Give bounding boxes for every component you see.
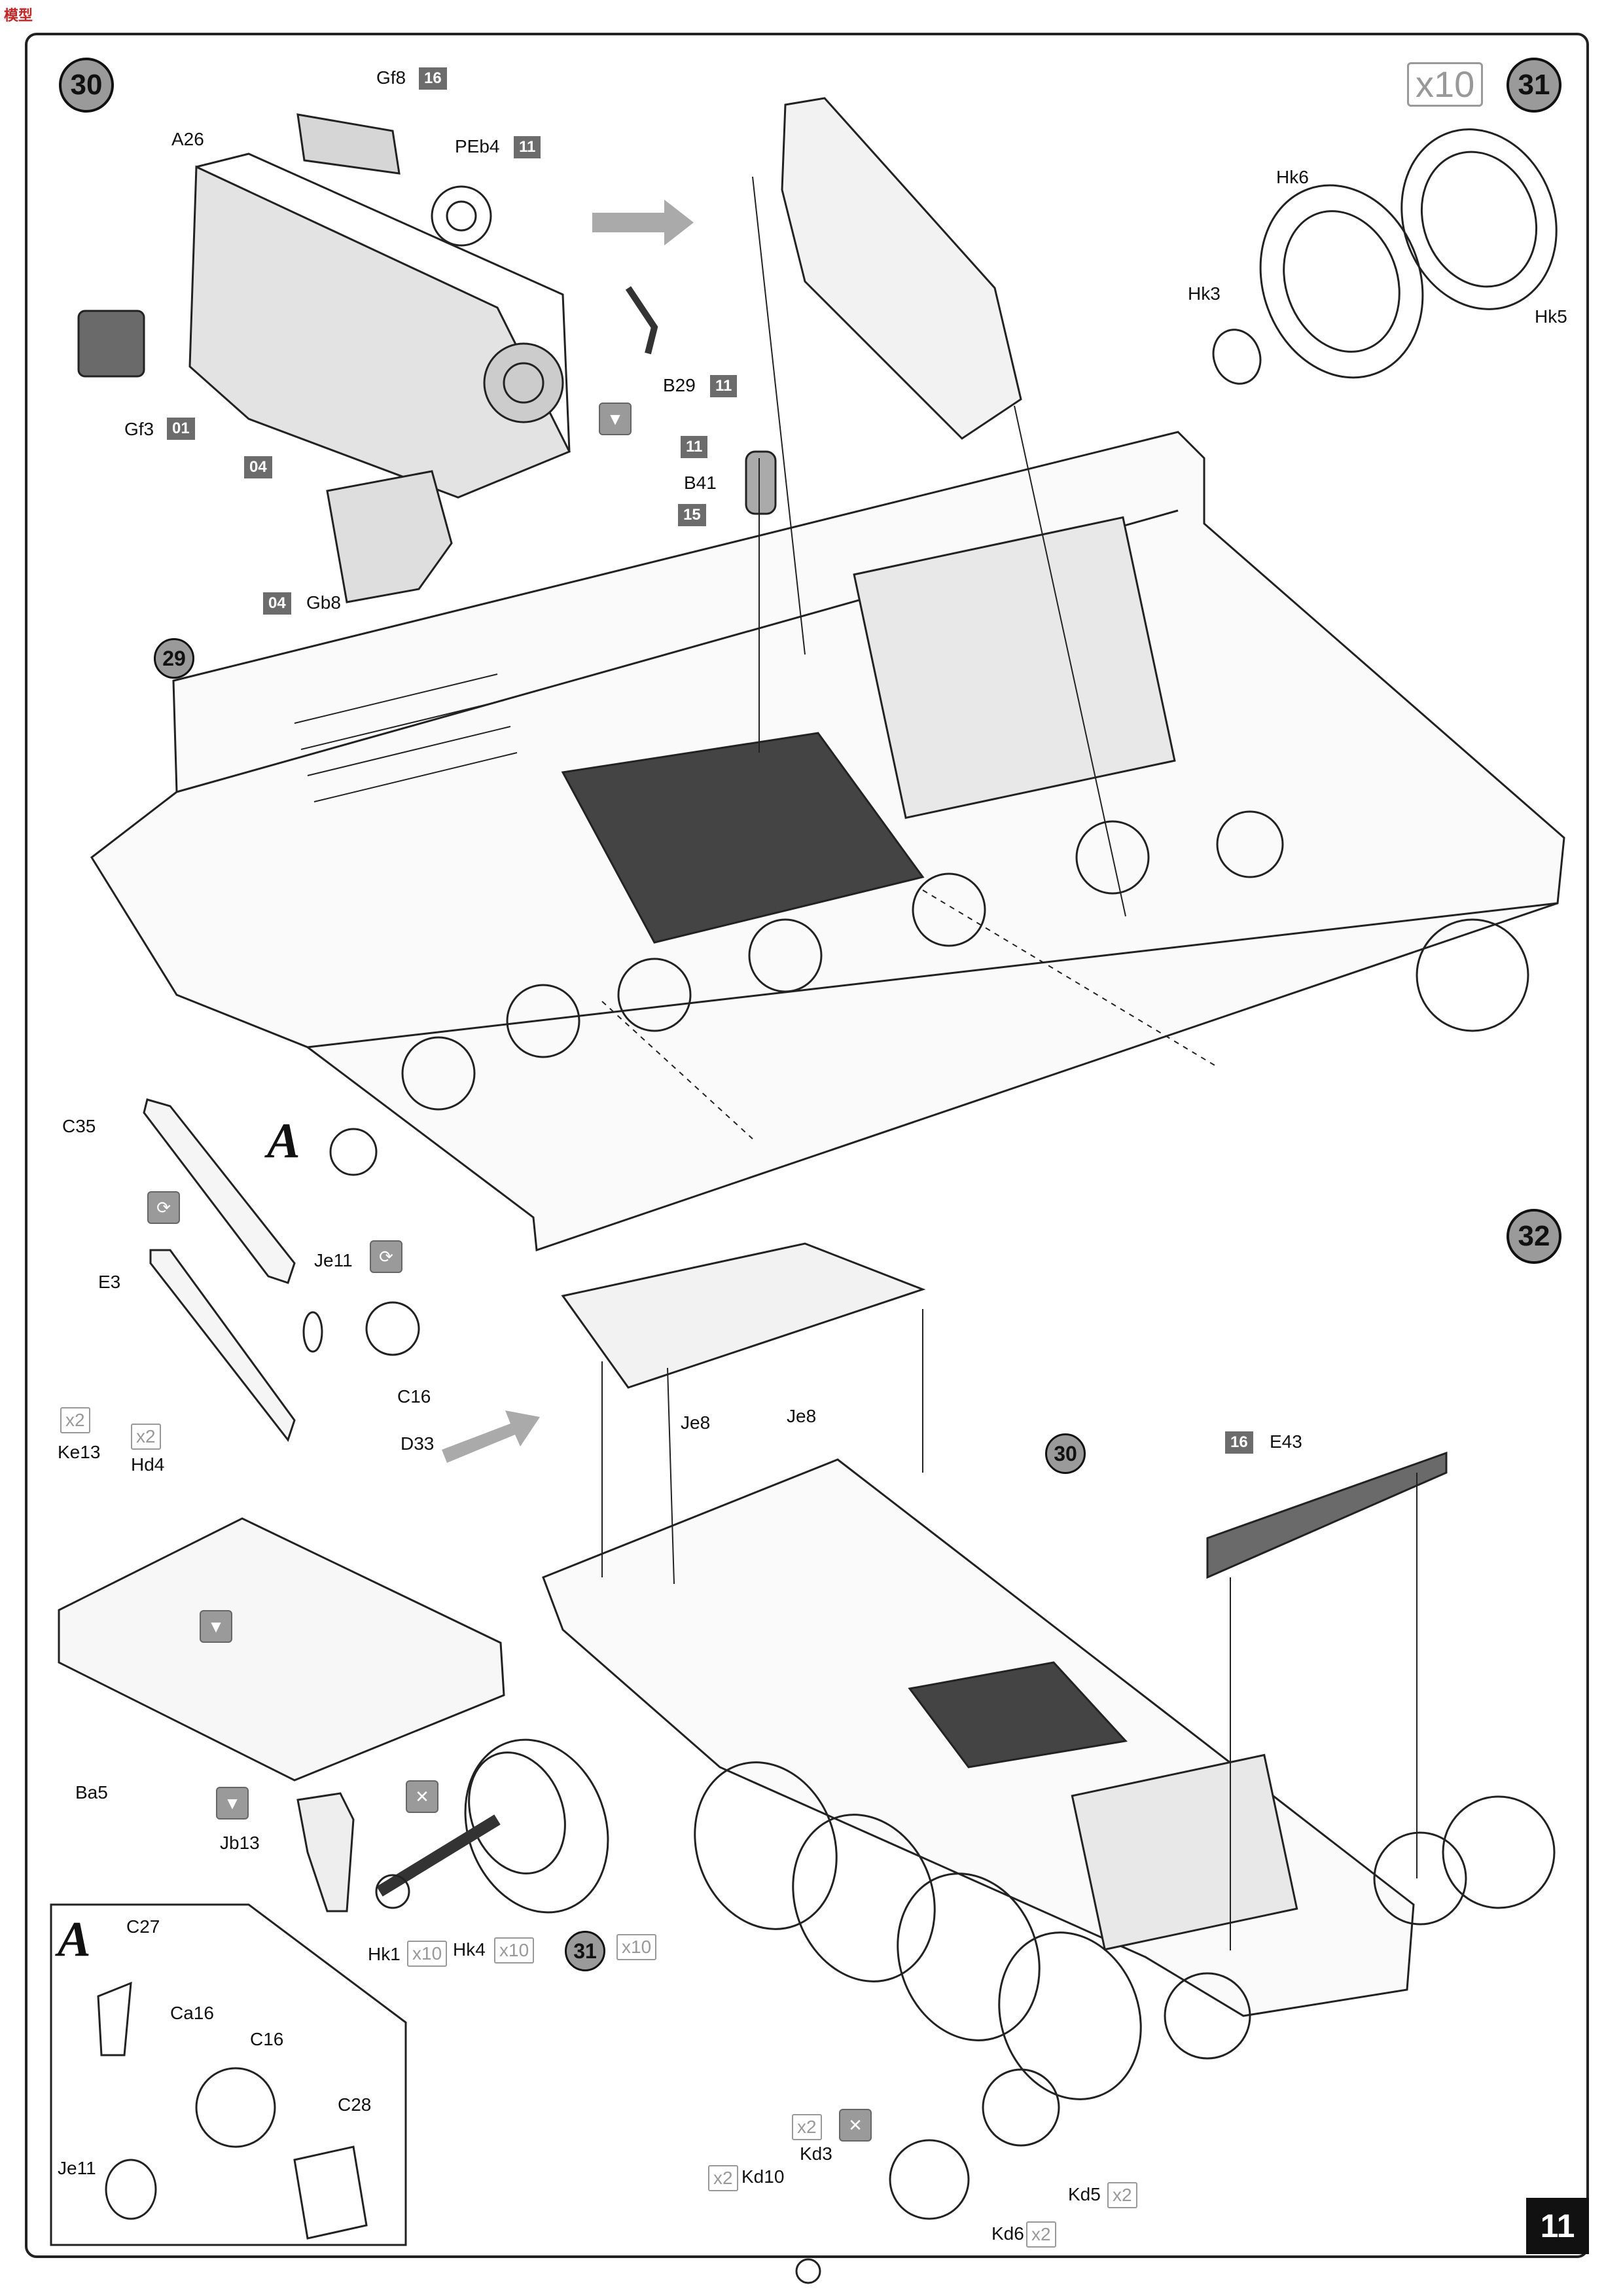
part-label-kd3: Kd3 xyxy=(800,2144,832,2164)
rotate-icon: ⟳ xyxy=(370,1240,402,1273)
part-label-kd10: Kd10 xyxy=(741,2166,785,2187)
part-label-gb8: Gb8 xyxy=(306,592,341,613)
part-label-je8-right: Je8 xyxy=(787,1406,817,1426)
part-label-je11-inset: Je11 xyxy=(58,2158,96,2178)
step-number-32: 32 xyxy=(1507,1209,1561,1264)
part-label-d33: D33 xyxy=(401,1433,435,1454)
part-label-e3: E3 xyxy=(98,1272,121,1292)
quantity-hd4: x2 xyxy=(131,1424,161,1450)
quantity-hk4: x10 xyxy=(494,1937,535,1964)
part-label-ca16: Ca16 xyxy=(170,2003,214,2023)
part-label-ke13: Ke13 xyxy=(58,1442,101,1462)
part-label-hd4: Hd4 xyxy=(131,1454,165,1475)
part-label-hk4: Hk4 xyxy=(453,1939,486,1960)
quantity-ref31: x10 xyxy=(616,1934,657,1960)
part-label-hk1: Hk1 xyxy=(368,1944,401,1964)
color-badge-a26: 04 xyxy=(244,456,272,478)
quantity-x10-badge: x10 xyxy=(1407,62,1484,107)
part-label-a26: A26 xyxy=(171,129,204,149)
part-label-c35: C35 xyxy=(62,1116,96,1136)
color-badge-b29: 11 xyxy=(710,375,738,397)
part-label-b41: B41 xyxy=(684,473,717,493)
step-ref-30: 30 xyxy=(1045,1433,1086,1474)
color-badge-gb8: 04 xyxy=(263,592,291,615)
no-glue-icon: ✕ xyxy=(839,2109,872,2142)
quantity-ke13: x2 xyxy=(60,1407,90,1433)
step-number-31: 31 xyxy=(1507,58,1561,113)
step-number-30: 30 xyxy=(59,58,114,113)
step-ref-31: 31 xyxy=(565,1931,605,1971)
quantity-kd5: x2 xyxy=(1107,2182,1137,2208)
detail-letter-a-inset: A xyxy=(58,1912,91,1967)
color-badge-b41-bottom: 15 xyxy=(678,504,706,526)
flip-direction-icon: ▼ xyxy=(599,403,632,435)
rotate-icon: ⟳ xyxy=(147,1191,180,1224)
part-label-c16-inset: C16 xyxy=(250,2029,284,2049)
color-badge-gf3: 01 xyxy=(167,418,195,440)
no-glue-icon: ✕ xyxy=(406,1780,438,1813)
part-label-jb13: Jb13 xyxy=(220,1833,260,1853)
part-label-gf3: Gf3 xyxy=(124,419,154,439)
part-label-c27: C27 xyxy=(126,1916,160,1937)
part-label-c28: C28 xyxy=(338,2094,372,2115)
quantity-hk1: x10 xyxy=(407,1941,448,1967)
corner-logo: 模型 xyxy=(4,7,33,24)
color-badge-gf8: 16 xyxy=(419,67,447,90)
part-label-je11: Je11 xyxy=(314,1250,353,1270)
page-frame xyxy=(25,33,1589,2258)
page-number: 11 xyxy=(1526,2198,1589,2254)
part-label-hk5: Hk5 xyxy=(1535,306,1567,327)
part-label-ba5: Ba5 xyxy=(75,1782,108,1803)
flip-direction-icon: ▼ xyxy=(216,1787,249,1820)
quantity-kd10: x2 xyxy=(708,2165,738,2191)
part-label-je8-left: Je8 xyxy=(681,1412,711,1433)
part-label-peb4: PEb4 xyxy=(455,136,500,156)
part-label-kd5: Kd5 xyxy=(1068,2184,1101,2204)
part-label-hk3: Hk3 xyxy=(1188,283,1221,304)
detail-letter-a: A xyxy=(267,1113,300,1168)
step-ref-29: 29 xyxy=(154,638,194,679)
color-badge-peb4: 11 xyxy=(514,136,541,158)
flip-direction-icon: ▼ xyxy=(200,1610,232,1643)
part-label-gf8: Gf8 xyxy=(376,67,406,88)
quantity-kd3: x2 xyxy=(792,2114,822,2140)
quantity-kd6: x2 xyxy=(1026,2221,1056,2248)
part-label-kd6: Kd6 xyxy=(991,2223,1024,2244)
part-label-b29: B29 xyxy=(663,375,696,395)
color-badge-b41-top: 11 xyxy=(681,436,708,458)
color-badge-e43: 16 xyxy=(1225,1431,1253,1454)
part-label-c16: C16 xyxy=(397,1386,431,1407)
part-label-hk6: Hk6 xyxy=(1276,167,1309,187)
part-label-e43: E43 xyxy=(1270,1431,1302,1452)
